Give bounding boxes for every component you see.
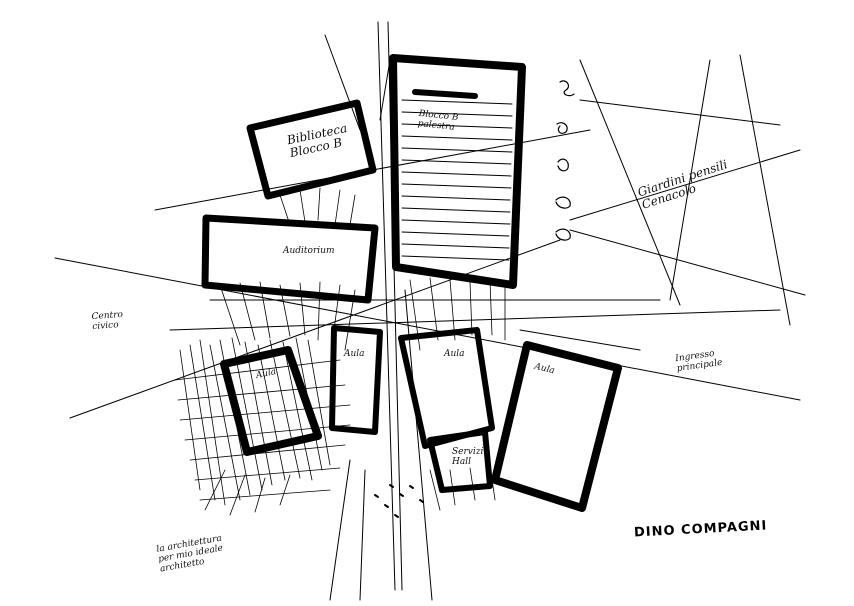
block-central [398, 327, 495, 449]
ground-marks [374, 484, 424, 518]
block-lower-right [491, 341, 622, 512]
tower-block [389, 54, 526, 289]
label-servizi: Servizi Hall [452, 447, 484, 467]
block-lower-left [220, 346, 322, 456]
label-centro-civico: Centro civico [91, 309, 124, 332]
auditorium-block [201, 214, 379, 304]
block-lower-middle [329, 325, 383, 435]
label-auditorium: Auditorium [283, 246, 335, 256]
biblioteca-block [246, 99, 377, 200]
label-aula-c: Aula [444, 349, 465, 359]
tree-symbols [555, 80, 575, 241]
label-tower: Blocco B palestra [417, 108, 459, 133]
label-aula-b: Aula [344, 349, 365, 359]
construction-lines [54, 21, 806, 601]
block-small-bottom [427, 429, 493, 493]
